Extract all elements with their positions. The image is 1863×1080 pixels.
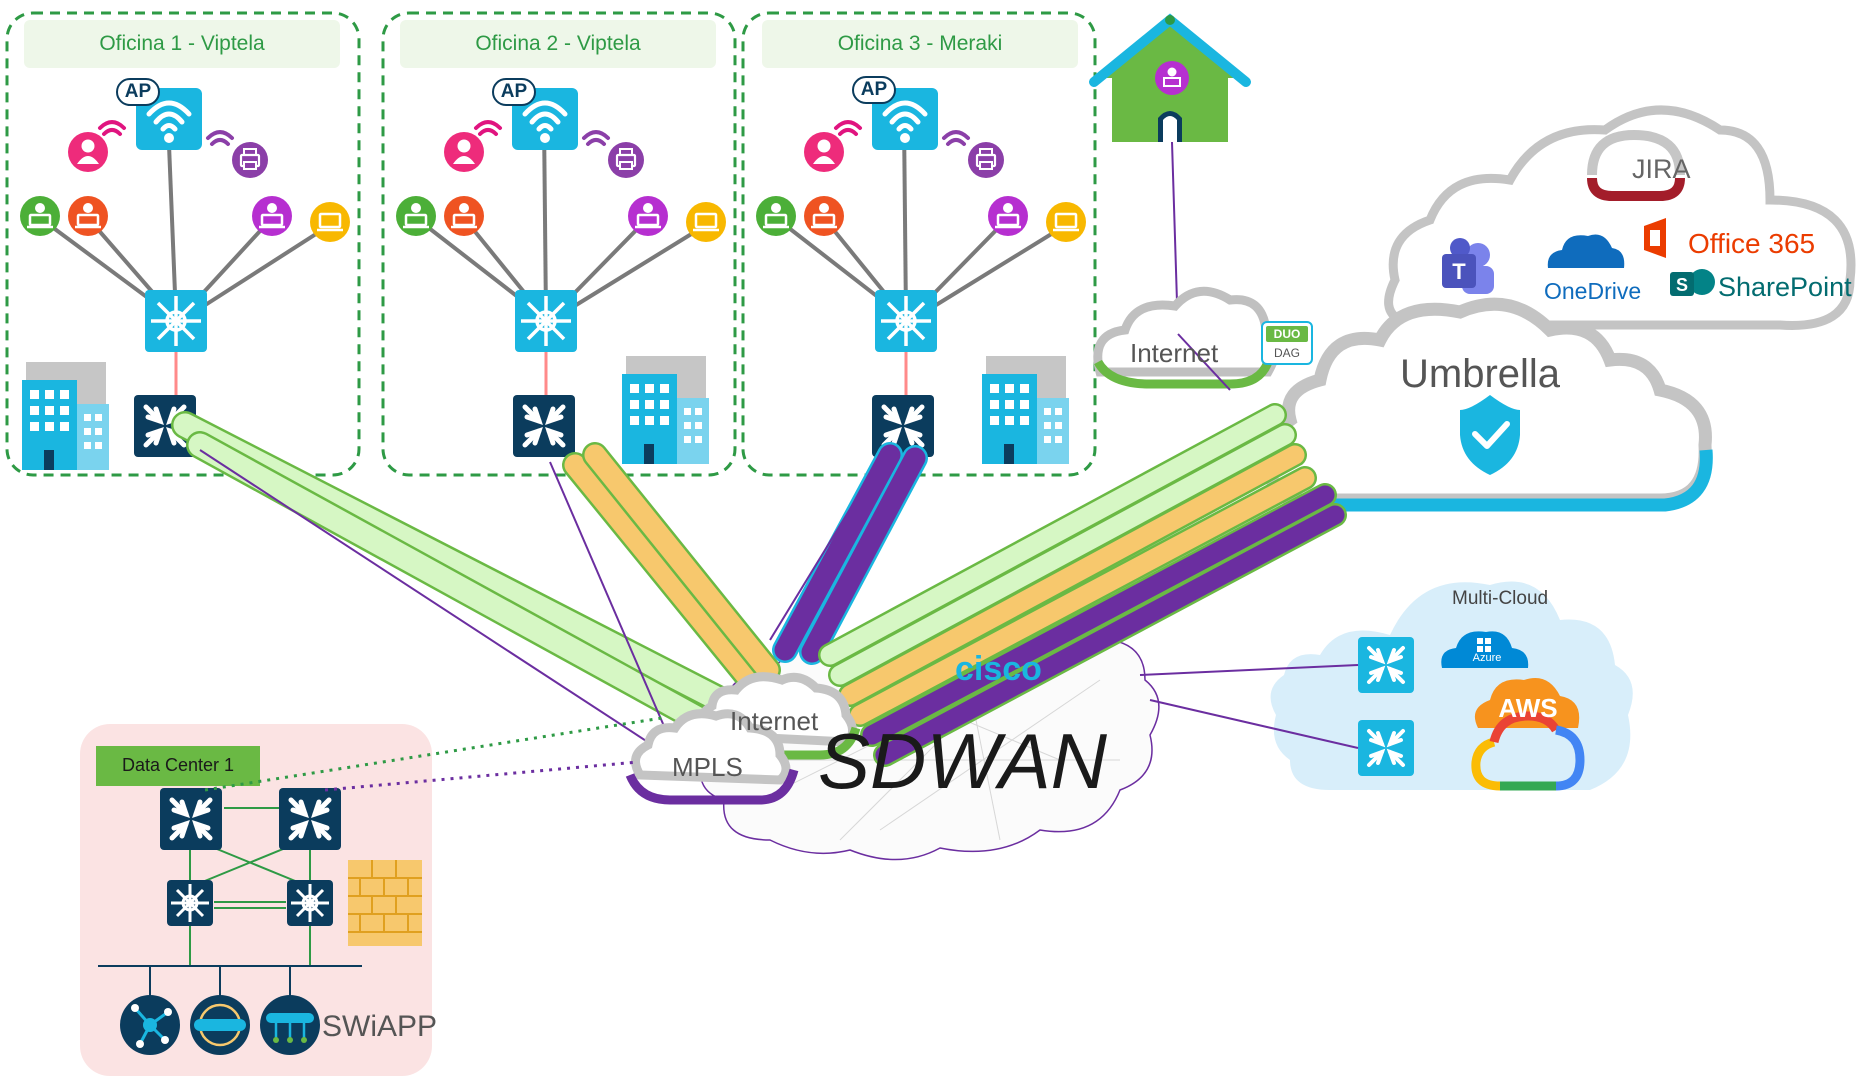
firewall-icon [348,860,422,946]
datacenter-app-server-icon [260,995,320,1055]
sdwan-mpls-cloud [625,709,799,805]
office-3-user-orange-icon [802,194,846,238]
datacenter-server-links [149,966,291,996]
office-2-printer-icon [606,140,646,180]
sdwan-internet-label: Internet [730,706,819,736]
office-1-user-green-icon [18,194,62,238]
saas-cloud [1384,105,1856,332]
multi-cloud-router-1-icon [1356,635,1416,695]
office-1-switch-icon [143,288,209,354]
umbrella-tunnels [818,403,1347,767]
home-office-house-icon [1089,13,1251,142]
azure-cloud-icon [1441,631,1529,668]
office-2-title: Oficina 2 - Viptela [475,32,641,55]
multi-cloud-router-2-icon [1356,718,1416,778]
onedrive-label: OneDrive [1544,278,1642,304]
office-2-mpls-line [549,461,671,741]
office-2-user-green-icon [394,194,438,238]
office-1-title: Oficina 1 - Viptela [99,32,265,55]
svg-text:T: T [1452,259,1466,284]
multi-cloud-label: Multi-Cloud [1452,588,1549,609]
home-internet-label: Internet [1130,338,1219,368]
onedrive-icon [1547,234,1625,268]
office-2-user-purple-icon [626,194,670,238]
office-3-laptop-icon [1044,200,1088,244]
datacenter-mpls-link [324,760,639,792]
datacenter-switch-2-icon [285,878,335,928]
datacenter-router-1-icon [160,788,222,850]
office-2-router-icon [513,395,575,457]
duo-dag-badge [1261,321,1313,365]
jira-icon [1587,129,1685,201]
office-2-switch-icon [513,288,579,354]
azure-label: Azure [1472,652,1502,664]
datacenter-hub-icon [120,995,180,1055]
swiapp-label: SWiAPP [322,1010,438,1043]
office-2-orange-tunnels [562,442,781,693]
office-3-ap-badge: AP [852,76,896,104]
sharepoint-label: SharePoint [1718,272,1852,302]
office-2-wifi-user-icon [444,132,484,172]
sdwan-mpls-label: MPLS [672,752,743,782]
office-3-wifi-user-icon [804,132,844,172]
office-2-building-icon [622,356,709,464]
aws-label: AWS [1498,693,1558,723]
office-3-switch-icon [873,288,939,354]
office-3-printer-icon [966,140,1006,180]
office-2-ap-badge: AP [492,78,536,106]
sdwan-label: SDWAN [818,717,1107,805]
home-internet-cloud [1093,286,1281,389]
office365-label: Office 365 [1688,228,1816,259]
aws-cloud-icon [1474,678,1580,728]
office365-icon [1644,218,1666,258]
office-1-printer-icon [230,140,270,180]
office-1-building-icon [22,362,109,470]
office-1-wifi-user-icon [68,132,108,172]
office-1-laptop-icon [308,200,352,244]
office-3-user-purple-icon [986,194,1030,238]
home-internet-link [1177,333,1231,391]
sharepoint-icon: S [1670,269,1715,296]
svg-text:S: S [1676,275,1688,295]
office-3-mpls-line [769,459,881,641]
teams-icon: T [1442,238,1494,294]
google-cloud-icon [1471,711,1585,791]
multi-cloud-links [1139,664,1359,749]
office-1-ap-badge: AP [116,78,160,106]
duo-badge-label: DUO [1273,327,1301,341]
office-1-user-purple-icon [250,194,294,238]
office-1-user-orange-icon [66,194,110,238]
datacenter-router-2-icon [279,788,341,850]
office-3-building-icon [982,356,1069,464]
office-1-green-tunnels [171,411,734,734]
office-3-purple-tunnels [772,442,928,665]
office-2-user-orange-icon [442,194,486,238]
datacenter-balancer-icon [190,995,250,1055]
jira-label: JIRA [1632,154,1691,184]
office-2-laptop-icon [684,200,728,244]
office-3-title: Oficina 3 - Meraki [837,32,1003,55]
office-1-box [5,11,361,477]
cisco-logo-text: cisco [955,650,1042,688]
office-1-mpls-line [199,449,661,751]
umbrella-shield-icon [1460,395,1520,475]
office-3-user-green-icon [754,194,798,238]
datacenter-switch-1-icon [165,878,215,928]
umbrella-label: Umbrella [1400,352,1561,396]
datacenter-label: Data Center 1 [121,755,235,775]
dag-badge-label: DAG [1273,346,1300,360]
